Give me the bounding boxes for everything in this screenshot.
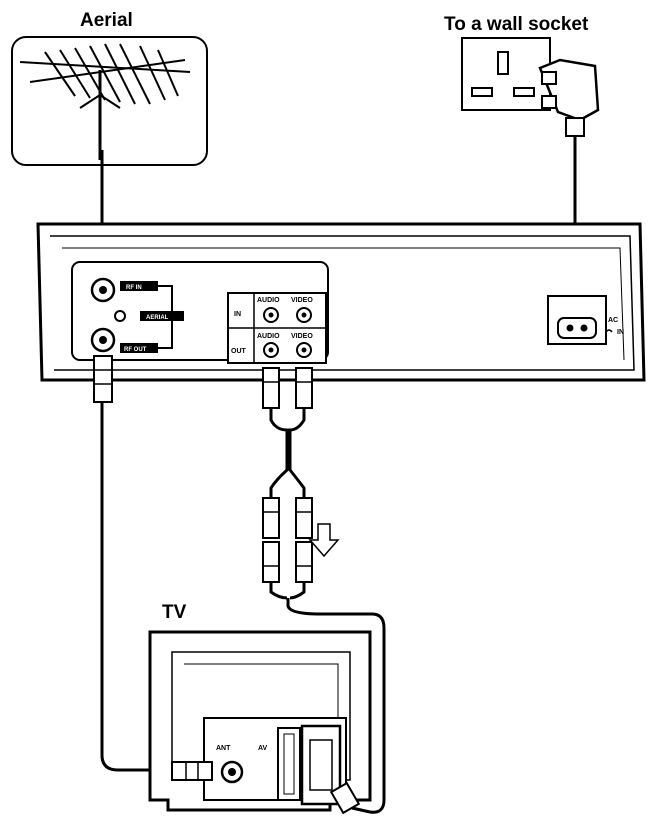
- video-in-label: VIDEO: [291, 297, 313, 304]
- tv-scart-socket: [277, 727, 301, 801]
- antenna-icon: [19, 43, 191, 160]
- aerial-illustration: [11, 36, 208, 166]
- aerial-terminal-label: AERIAL: [146, 315, 169, 321]
- wall-socket: [461, 37, 600, 137]
- rca-plug-video-top: [295, 367, 313, 409]
- audio-out-label: AUDIO: [257, 333, 280, 340]
- socket-neutral-hole: [513, 87, 535, 97]
- ant-label: ANT: [216, 745, 231, 752]
- tv-label: TV: [162, 602, 187, 623]
- rca-plug-audio-top: [262, 367, 280, 409]
- rca-plug-video-bottom: [295, 541, 313, 583]
- mains-plug: [538, 58, 600, 137]
- rca-plug-audio-bottom: [262, 541, 280, 583]
- ac-label: AC: [608, 317, 618, 324]
- out-label: OUT: [231, 348, 247, 355]
- rf-in-label: RF IN: [126, 285, 142, 291]
- direction-arrow-icon: [308, 523, 340, 558]
- socket-live-hole: [471, 87, 493, 97]
- av-label: AV: [258, 745, 268, 752]
- scart-cable: [286, 598, 386, 814]
- in-label: IN: [234, 311, 241, 318]
- video-out-label: VIDEO: [291, 333, 313, 340]
- rf-cable: [100, 402, 172, 772]
- ac-in-socket: [557, 317, 597, 339]
- socket-earth-hole: [497, 51, 509, 75]
- tv-ant-plug: [171, 761, 213, 781]
- ac-in-label: IN: [617, 329, 624, 336]
- ac-wave-icon: [605, 329, 613, 333]
- rf-out-label: RF OUT: [124, 347, 147, 353]
- aerial-label: Aerial: [80, 10, 133, 31]
- rca-cable: [262, 367, 386, 814]
- rf-out-plug: [93, 355, 113, 403]
- rf-out-badge: [120, 343, 158, 353]
- aerial-badge: [140, 311, 184, 321]
- audio-in-label: AUDIO: [257, 297, 280, 304]
- rca-plug-audio-mid: [262, 497, 280, 539]
- vcr-rear: RF IN AERIAL RF OUT IN OUT AUDIO VIDEO A…: [36, 222, 646, 382]
- wall-socket-label: To a wall socket: [444, 14, 589, 35]
- rca-plug-video-mid: [295, 497, 313, 539]
- rf-in-badge: [120, 281, 158, 291]
- tv-rear: ANT AV: [148, 630, 372, 815]
